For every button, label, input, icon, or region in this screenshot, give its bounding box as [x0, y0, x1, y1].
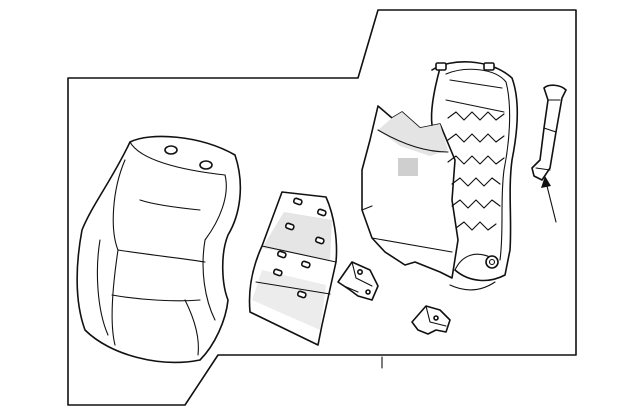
lumbar-bracket[interactable]: [337, 261, 379, 301]
pad-slot: [300, 260, 311, 269]
pad-slot: [272, 268, 283, 277]
seat-back-frame[interactable]: [430, 61, 519, 291]
headrest-guide[interactable]: [531, 84, 567, 181]
recliner-mount: [485, 255, 499, 269]
seat-back-panel[interactable]: [361, 105, 459, 279]
pad-slot: [284, 222, 295, 231]
headrest-mount: [483, 62, 495, 71]
headrest-hole-right: [199, 160, 213, 170]
seat-back-cover[interactable]: [76, 135, 242, 364]
arrow-indicator: [541, 176, 557, 223]
pad-slot: [316, 208, 327, 217]
pad-slot: [296, 290, 307, 299]
pad-slot: [314, 236, 325, 245]
seat-back-pad[interactable]: [248, 191, 338, 346]
panel-label: [398, 158, 418, 176]
lower-bracket[interactable]: [411, 305, 451, 335]
pad-slot: [276, 250, 287, 259]
headrest-mount: [435, 62, 447, 71]
pad-slot: [292, 197, 303, 206]
headrest-hole-left: [164, 145, 178, 155]
group-boundary: [67, 9, 577, 406]
